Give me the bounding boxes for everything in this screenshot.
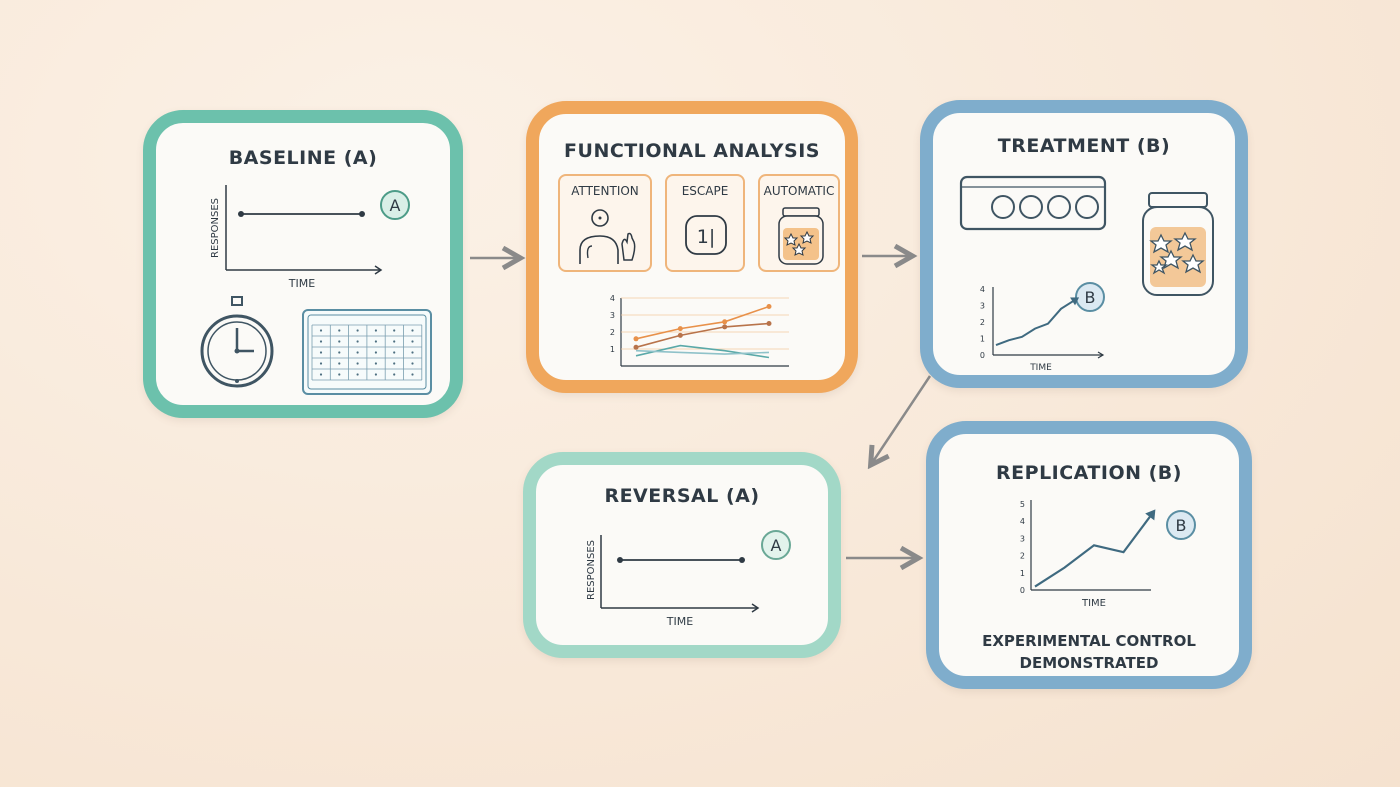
treatment-ytick: 3 [980, 302, 985, 311]
reversal-point-start [617, 557, 623, 563]
fa-ytick: 4 [610, 294, 615, 303]
treatment-card: TREATMENT (B) 0 1 2 3 4 TIME B [920, 100, 1248, 388]
baseline-chart: A RESPONSES TIME [210, 185, 410, 290]
replication-xlabel: TIME [1081, 598, 1106, 609]
baseline-ylabel: RESPONSES [210, 198, 221, 258]
condition-attention-label: ATTENTION [571, 184, 639, 198]
fa-series-line [635, 322, 770, 349]
person-waving-icon [579, 209, 636, 264]
baseline-badge-circle [380, 190, 410, 220]
data-sheet-icon [302, 309, 432, 395]
escape-task-icon: 1| [685, 215, 727, 255]
functional-analysis-title: FUNCTIONAL ANALYSIS [564, 140, 820, 162]
baseline-xlabel: TIME [288, 277, 315, 290]
fa-series-line [635, 305, 770, 340]
treatment-xlabel: TIME [1029, 363, 1052, 373]
condition-automatic: AUTOMATIC [758, 174, 840, 272]
functional-analysis-chart: 1 2 3 4 [610, 294, 789, 367]
reversal-ylabel: RESPONSES [586, 540, 597, 600]
conclusion-line-2: DEMONSTRATED [1019, 654, 1159, 672]
stopwatch-icon [200, 296, 274, 388]
baseline-title: BASELINE (A) [228, 147, 378, 169]
functional-analysis-card: FUNCTIONAL ANALYSIS ATTENTION ESCAPE 1| … [526, 101, 858, 393]
treatment-arrowhead [1070, 297, 1080, 306]
reversal-title: REVERSAL (A) [604, 485, 760, 507]
arrow-treatment-to-reversal [872, 375, 932, 463]
jar-icon [778, 207, 824, 265]
replication-card: REPLICATION (B) 0 1 2 3 4 5 TIME B EXPERIMENT… [926, 421, 1252, 689]
replication-badge-circle [1166, 510, 1196, 540]
treatment-ytick: 0 [980, 351, 985, 360]
fa-series-point [677, 326, 683, 332]
baseline-card: BASELINE (A) A RESPONSES TIME [143, 110, 463, 418]
fa-ytick: 1 [610, 345, 615, 354]
treatment-ytick: 4 [980, 285, 985, 294]
reversal-card: REVERSAL (A) A RESPONSES TIME [523, 452, 841, 658]
baseline-point-start [238, 211, 244, 217]
conclusion-line-1: EXPERIMENTAL CONTROL [982, 632, 1196, 650]
fa-series-point [677, 332, 683, 338]
condition-attention: ATTENTION [558, 174, 652, 272]
replication-ytick: 0 [1020, 586, 1025, 595]
token-board-icon [959, 175, 1107, 231]
fa-series-line [635, 349, 770, 355]
replication-arrowhead [1145, 509, 1156, 521]
condition-automatic-label: AUTOMATIC [763, 184, 835, 198]
treatment-ytick: 2 [980, 318, 985, 327]
reversal-point-end [739, 557, 745, 563]
fa-series-point [766, 321, 772, 326]
fa-ytick: 3 [610, 311, 615, 320]
treatment-series-line [995, 299, 1075, 347]
condition-escape: ESCAPE 1| [665, 174, 745, 272]
fa-series-point [633, 344, 639, 350]
replication-ytick: 1 [1020, 569, 1025, 578]
replication-ytick: 5 [1020, 500, 1025, 509]
condition-escape-label: ESCAPE [681, 184, 729, 198]
svg-text:1|: 1| [697, 226, 716, 248]
reversal-badge: A [771, 536, 782, 555]
fa-ytick: 2 [610, 328, 615, 337]
replication-series-line [1034, 511, 1154, 588]
replication-ytick: 4 [1020, 517, 1025, 526]
treatment-title: TREATMENT (B) [997, 135, 1171, 157]
treatment-chart: 0 1 2 3 4 TIME B [980, 282, 1105, 373]
fa-series-point [722, 324, 728, 330]
replication-title: REPLICATION (B) [996, 462, 1182, 484]
fa-series-line [635, 344, 770, 359]
reversal-badge-circle [761, 530, 791, 560]
baseline-point-end [359, 211, 365, 217]
fa-series-point [722, 319, 728, 325]
treatment-badge-circle [1075, 282, 1105, 312]
star-jar-icon [1142, 192, 1214, 296]
fa-series-point [633, 336, 639, 342]
reversal-xlabel: TIME [666, 615, 693, 628]
treatment-ytick: 1 [980, 335, 985, 344]
fa-series-point [766, 304, 772, 309]
replication-ytick: 3 [1020, 534, 1025, 543]
reversal-chart: A RESPONSES TIME [586, 530, 791, 628]
replication-ytick: 2 [1020, 552, 1025, 561]
baseline-badge: A [390, 196, 401, 215]
experimental-control-text: EXPERIMENTAL CONTROL DEMONSTRATED [939, 630, 1239, 674]
treatment-badge: B [1085, 288, 1096, 307]
replication-badge: B [1176, 516, 1187, 535]
replication-chart: 0 1 2 3 4 5 TIME B [1020, 500, 1196, 609]
